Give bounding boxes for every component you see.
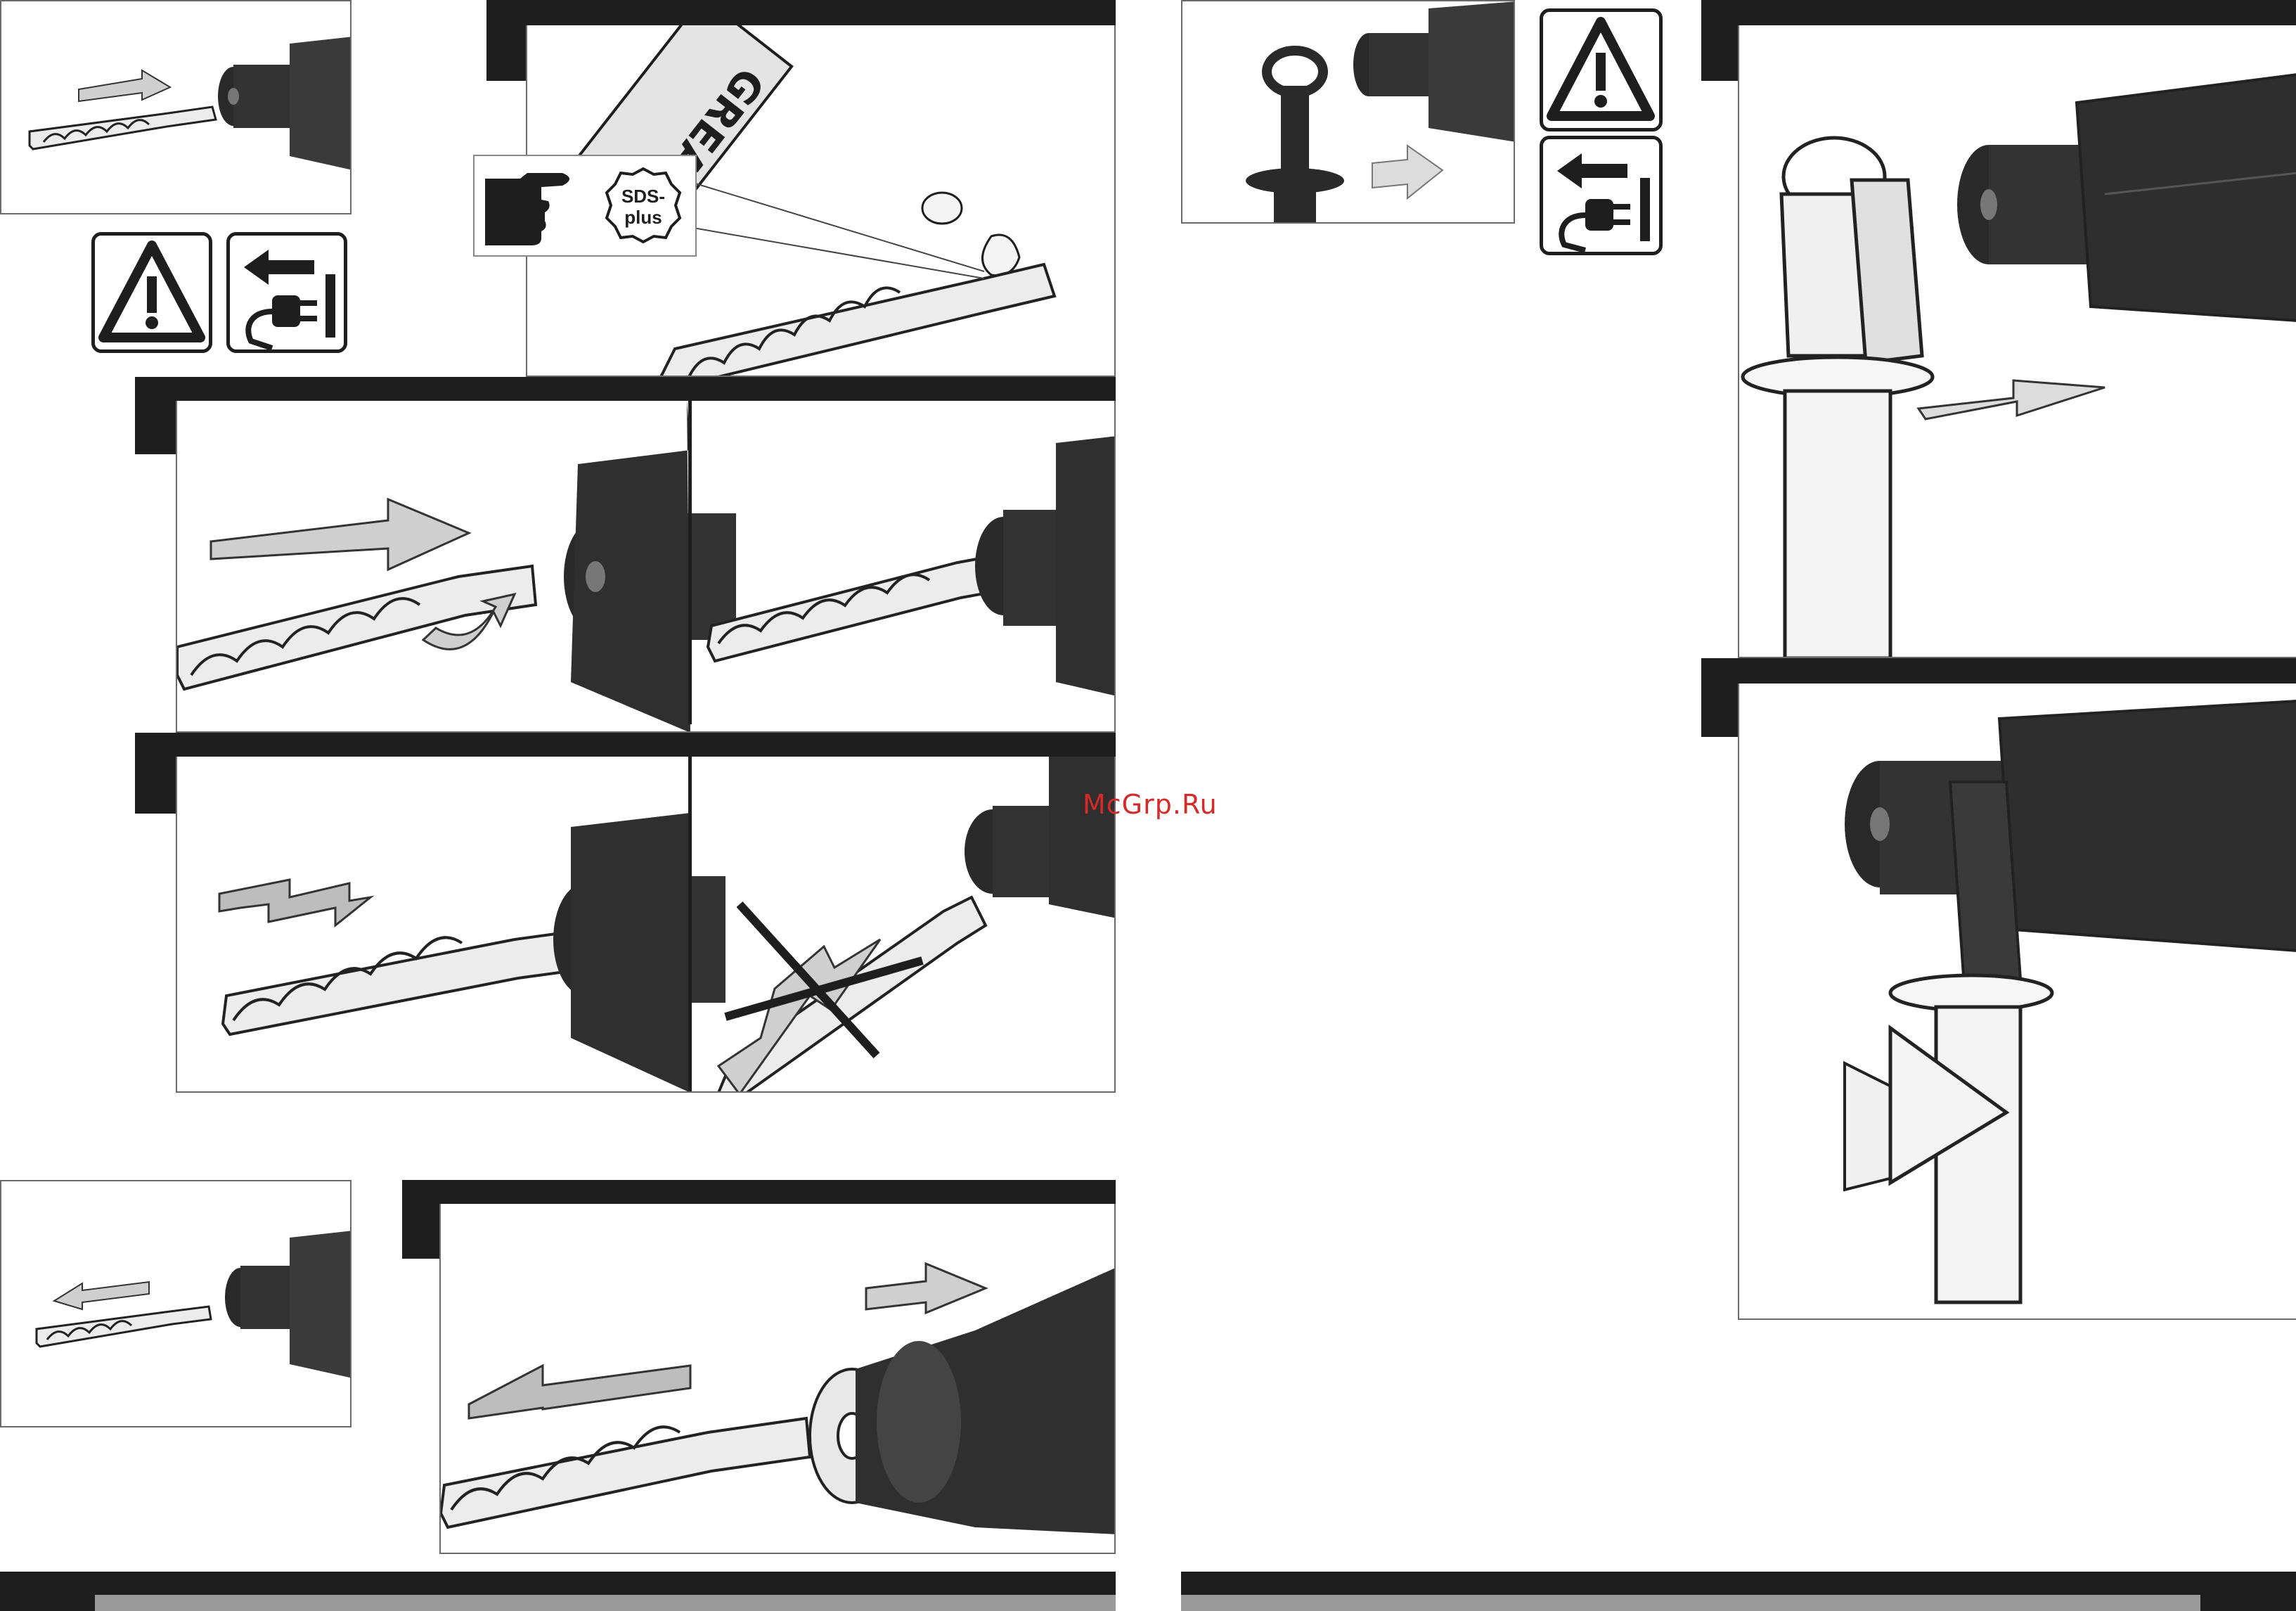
warning-triangle-icon <box>91 232 212 353</box>
figure-tighten-handle <box>1738 683 2296 1320</box>
figure-band <box>135 377 1116 401</box>
figure-band <box>1701 0 2296 25</box>
side-handle <box>1743 138 1933 658</box>
arrow-icon <box>211 499 469 570</box>
drill-chuck <box>553 813 725 1093</box>
double-arrow-icon <box>219 880 370 925</box>
drill-bit <box>30 107 216 149</box>
drill-bit <box>37 1307 211 1347</box>
drill-bit <box>441 1418 810 1527</box>
figure-band <box>486 0 1116 25</box>
drill-bit <box>654 264 1055 377</box>
figure-insert-overview <box>0 0 352 214</box>
footer-strip <box>95 1595 1116 1611</box>
sds-plus-icon: SDS- plus <box>601 163 685 248</box>
drill-chuck <box>218 37 352 170</box>
drill-chuck <box>810 1267 1116 1534</box>
remove-overview-illustration <box>1 1181 352 1427</box>
unplug-icon <box>226 232 347 353</box>
pointing-hand-icon <box>478 158 583 256</box>
panel-divider <box>688 757 692 1093</box>
check-bit-illustration <box>177 757 1116 1093</box>
figure-handle-overview <box>1181 0 1515 224</box>
arrow-icon <box>79 70 170 101</box>
grease-drops <box>922 193 1019 276</box>
figure-insert-bit <box>176 401 1116 733</box>
figure-band <box>1701 658 2296 683</box>
footer-strip <box>1181 1595 2200 1611</box>
callout-sds-plus: SDS- plus <box>473 155 697 257</box>
drill-chuck <box>1353 1 1515 142</box>
handle-overview-illustration <box>1182 1 1515 224</box>
drill-chuck <box>975 436 1116 696</box>
hammer-drill-body <box>1957 75 2296 321</box>
unplug-icon <box>1540 136 1663 255</box>
drill-chuck <box>564 401 736 733</box>
remove-bit-illustration <box>441 1204 1116 1554</box>
panel-divider <box>688 401 692 724</box>
figure-remove-bit <box>439 1204 1116 1554</box>
hammer-drill-body <box>1845 701 2296 951</box>
figure-remove-overview <box>0 1180 352 1427</box>
arrow-icon <box>54 1282 149 1309</box>
tighten-handle-illustration <box>1739 683 2296 1320</box>
attach-handle-illustration <box>1739 25 2296 658</box>
warning-triangle-icon <box>1540 8 1663 131</box>
figure-check-bit <box>176 757 1116 1093</box>
watermark-text: McGrp.Ru <box>1083 789 1218 820</box>
side-handle <box>1246 51 1344 224</box>
drill-bit <box>223 929 595 1034</box>
arrow-icon <box>1372 146 1443 198</box>
figure-attach-handle <box>1738 25 2296 658</box>
arrow-icon <box>1918 380 2105 419</box>
insert-bit-illustration <box>177 401 1116 733</box>
sds-label-top: SDS- <box>621 186 665 207</box>
drill-chuck <box>225 1231 352 1378</box>
sds-label-bottom: plus <box>624 207 662 228</box>
insert-overview-illustration <box>1 1 352 214</box>
drill-chuck <box>965 757 1116 918</box>
figure-band <box>402 1180 1116 1204</box>
